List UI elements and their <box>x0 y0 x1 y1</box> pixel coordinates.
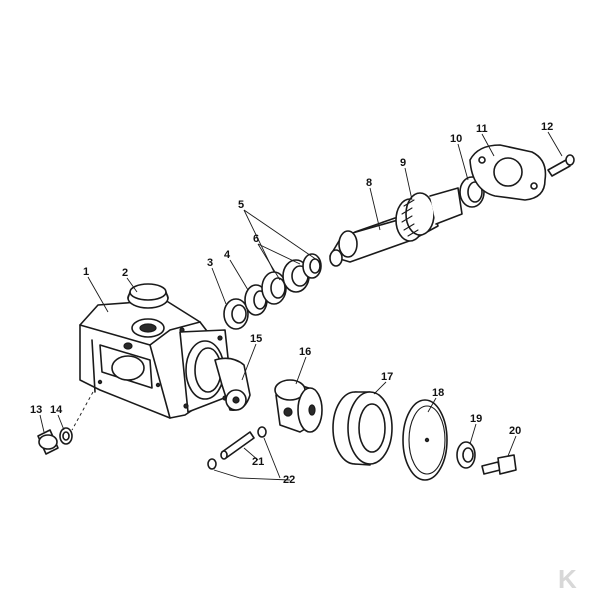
part-2-cap <box>127 283 169 309</box>
part-12-screw <box>547 154 575 177</box>
part-22-rings <box>207 426 267 470</box>
callout-20: 20 <box>509 425 521 437</box>
part-15-lever <box>214 357 251 412</box>
part-18-disc <box>402 399 448 481</box>
part-1-housing <box>79 299 233 419</box>
callout-1: 1 <box>83 266 89 278</box>
part-11-flange <box>469 144 547 201</box>
callout-9: 9 <box>400 157 406 169</box>
callout-15: 15 <box>250 333 262 345</box>
part-9-bearing <box>395 187 463 242</box>
callout-3: 3 <box>207 257 213 269</box>
callout-13: 13 <box>30 404 42 416</box>
callout-4: 4 <box>224 249 231 261</box>
logo-letter: K <box>558 564 577 594</box>
part-14-washer <box>59 427 73 445</box>
brand-logo-watermark: K <box>558 564 577 594</box>
part-10-ring <box>459 176 485 208</box>
callout-8: 8 <box>366 177 372 189</box>
part-21-pin <box>220 431 255 460</box>
callout-14: 14 <box>50 404 63 416</box>
callout-16: 16 <box>299 346 311 358</box>
callout-2: 2 <box>122 267 128 279</box>
callout-5: 5 <box>238 199 244 211</box>
callout-6: 6 <box>253 233 259 245</box>
part-6-seals <box>261 253 322 305</box>
callout-22: 22 <box>283 474 295 486</box>
callout-18: 18 <box>432 387 444 399</box>
callout-11: 11 <box>476 123 488 135</box>
callout-19: 19 <box>470 413 482 425</box>
callout-21: 21 <box>252 456 264 468</box>
part-20-bolt <box>481 454 517 475</box>
callout-12: 12 <box>541 121 553 133</box>
part-19-washer <box>456 441 476 469</box>
part-3-ring <box>223 298 249 330</box>
part-16-cylinder <box>274 379 323 433</box>
leader-lines <box>39 131 563 481</box>
callout-17: 17 <box>381 371 393 383</box>
callout-labels: 1 2 3 4 5 6 8 9 10 11 12 13 14 15 16 17 … <box>30 121 553 486</box>
part-13-plug <box>37 429 59 455</box>
callout-10: 10 <box>450 133 462 145</box>
part-17-pulley <box>332 391 393 466</box>
